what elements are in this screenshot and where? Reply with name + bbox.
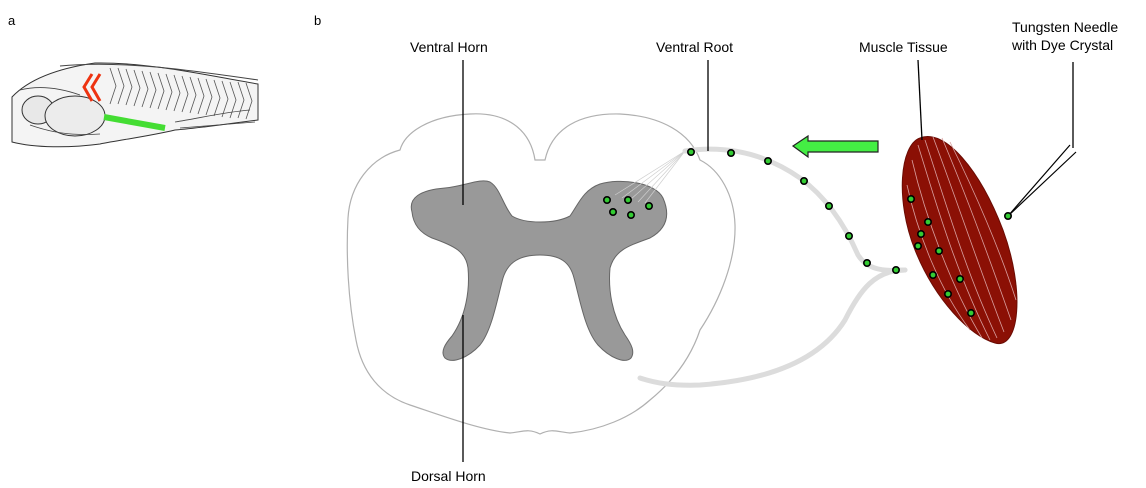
dye-dot (728, 150, 734, 156)
fish-illustration (12, 63, 258, 147)
dye-dot (915, 243, 921, 249)
dye-dot (968, 310, 974, 316)
dye-dot (846, 233, 852, 239)
dye-dot (893, 267, 899, 273)
muscle-tissue (902, 137, 1017, 344)
dye-dot (604, 197, 610, 203)
label-ventral-horn: Ventral Horn (410, 39, 488, 56)
label-dorsal-horn: Dorsal Horn (411, 468, 486, 485)
dye-dot (945, 291, 951, 297)
dye-dot (826, 203, 832, 209)
label-muscle-tissue: Muscle Tissue (859, 39, 948, 56)
dye-dot (646, 203, 652, 209)
dye-dot (765, 158, 771, 164)
dye-dot (625, 197, 631, 203)
dye-dot (957, 276, 963, 282)
tungsten-needle (1008, 145, 1076, 216)
label-needle-line2: with Dye Crystal (1012, 37, 1113, 54)
dye-dot (610, 209, 616, 215)
label-needle-line1: Tungsten Needle (1012, 19, 1118, 36)
label-ventral-root: Ventral Root (656, 39, 733, 56)
dye-dot (930, 272, 936, 278)
dye-dot (925, 219, 931, 225)
panel-label-a: a (8, 12, 15, 29)
dye-crystal (1005, 213, 1011, 219)
dye-dot (936, 248, 942, 254)
dye-dot (918, 231, 924, 237)
dye-dot (864, 260, 870, 266)
dye-dot (688, 149, 694, 155)
dye-dot (801, 178, 807, 184)
green-arrow (793, 136, 878, 157)
panel-label-b: b (314, 12, 321, 29)
dye-dot (908, 196, 914, 202)
dye-dot (628, 212, 634, 218)
